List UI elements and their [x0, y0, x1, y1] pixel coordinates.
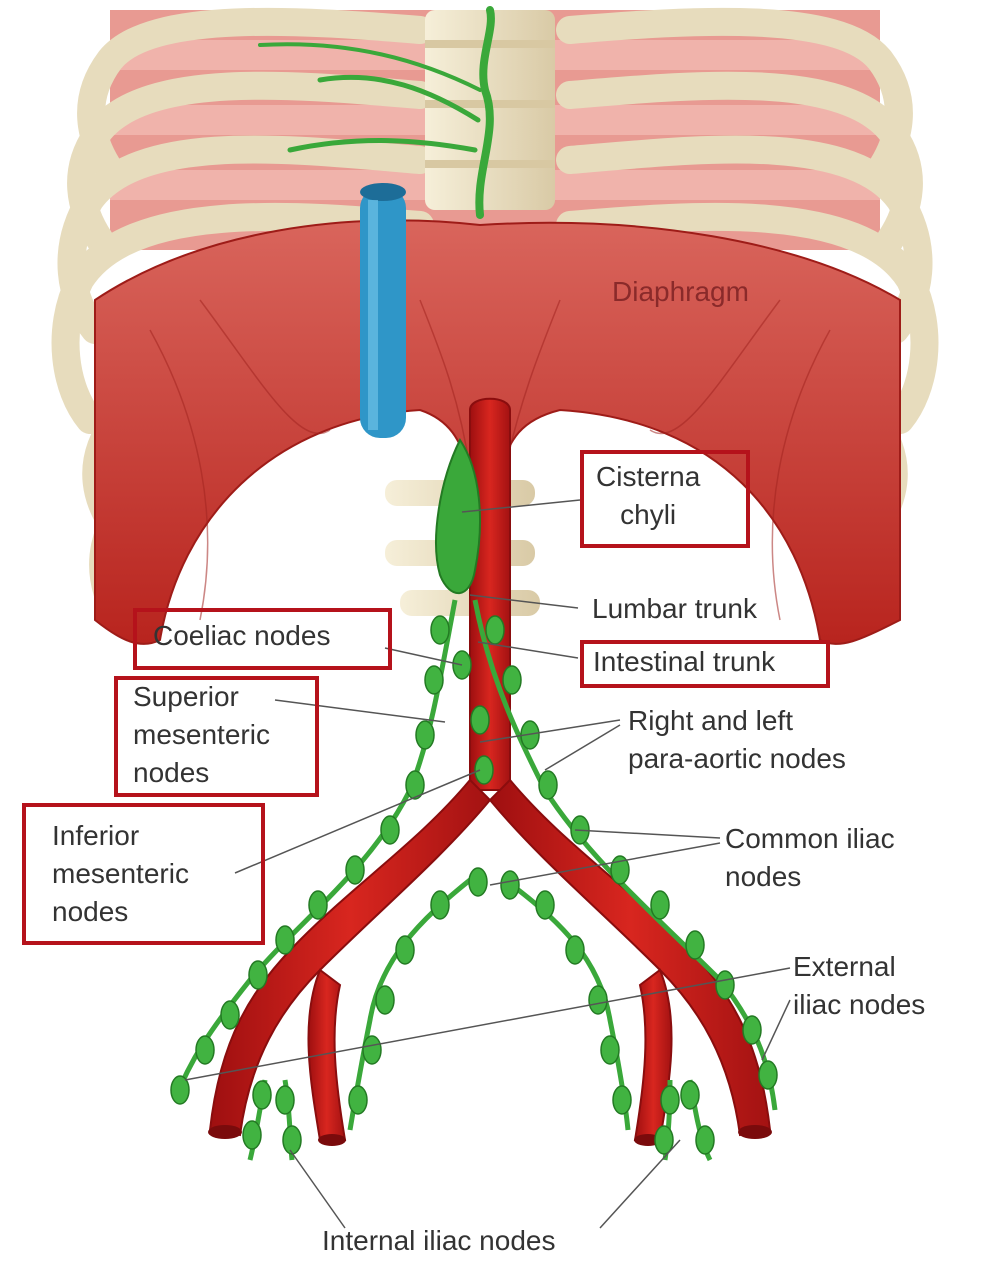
label-internal-iliac-nodes: Internal iliac nodes	[322, 1222, 555, 1260]
lymph-node	[221, 1001, 239, 1029]
lymph-node	[759, 1061, 777, 1089]
lymph-node	[425, 666, 443, 694]
lymph-node	[253, 1081, 271, 1109]
lymph-node	[469, 868, 487, 896]
lymph-node	[276, 1086, 294, 1114]
lymph-node	[475, 756, 493, 784]
lymph-node	[381, 816, 399, 844]
label-external-iliac-nodes: External iliac nodes	[793, 948, 925, 1024]
label-lumbar-trunk: Lumbar trunk	[592, 590, 757, 628]
lymph-node	[716, 971, 734, 999]
lymph-node	[243, 1121, 261, 1149]
label-coeliac-nodes: Coeliac nodes	[153, 617, 330, 655]
lymph-node	[346, 856, 364, 884]
lymph-node	[276, 926, 294, 954]
lymph-node	[396, 936, 414, 964]
label-cisterna-chyli: Cisterna chyli	[596, 458, 700, 534]
lymph-node	[681, 1081, 699, 1109]
lymph-node	[376, 986, 394, 1014]
lymph-node	[249, 961, 267, 989]
lymph-node	[613, 1086, 631, 1114]
lymph-node	[471, 706, 489, 734]
lymph-node	[363, 1036, 381, 1064]
lymph-node	[661, 1086, 679, 1114]
label-common-iliac-nodes: Common iliac nodes	[725, 820, 895, 896]
lymph-node	[283, 1126, 301, 1154]
label-para-aortic-nodes: Right and left para-aortic nodes	[628, 702, 846, 778]
lymph-node	[309, 891, 327, 919]
lymph-node	[503, 666, 521, 694]
lymph-node	[539, 771, 557, 799]
lymph-node	[486, 616, 504, 644]
lymph-node	[743, 1016, 761, 1044]
lymph-node	[431, 891, 449, 919]
label-diaphragm: Diaphragm	[612, 276, 749, 308]
lymph-node	[686, 931, 704, 959]
lymph-node	[601, 1036, 619, 1064]
lymph-node	[651, 891, 669, 919]
lymph-node	[566, 936, 584, 964]
inferior-vena-cava	[360, 183, 406, 438]
lymph-node	[349, 1086, 367, 1114]
lymph-node	[536, 891, 554, 919]
lymph-node	[589, 986, 607, 1014]
lymph-node	[416, 721, 434, 749]
lymph-node	[501, 871, 519, 899]
label-intestinal-trunk: Intestinal trunk	[593, 643, 775, 681]
lymph-node	[431, 616, 449, 644]
lymph-node	[196, 1036, 214, 1064]
lymph-node	[696, 1126, 714, 1154]
label-inferior-mesenteric-nodes: Inferior mesenteric nodes	[52, 817, 189, 931]
label-superior-mesenteric-nodes: Superior mesenteric nodes	[133, 678, 270, 792]
